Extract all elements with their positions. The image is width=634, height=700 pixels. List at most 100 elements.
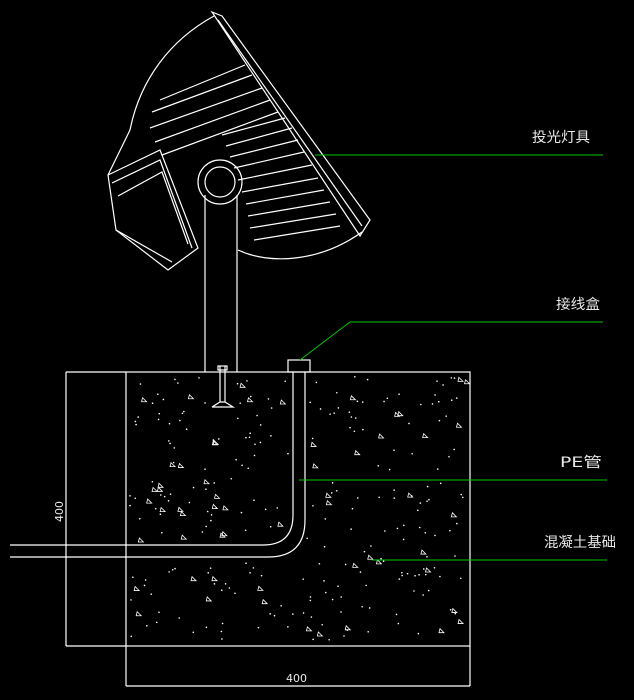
sand-dot bbox=[174, 567, 176, 570]
sand-dot bbox=[132, 576, 134, 578]
sand-dot bbox=[159, 494, 162, 496]
aggregate-mark bbox=[352, 562, 359, 568]
sand-dot bbox=[259, 424, 262, 426]
aggregate-mark bbox=[221, 530, 228, 537]
sand-dot bbox=[401, 574, 403, 577]
aggregate-mark bbox=[457, 618, 465, 624]
sand-dot bbox=[330, 492, 333, 494]
sand-dot bbox=[455, 397, 458, 399]
sand-dot bbox=[185, 428, 188, 431]
sand-dot bbox=[240, 511, 243, 514]
sand-dot bbox=[158, 412, 161, 415]
sand-dot bbox=[270, 407, 273, 409]
sand-dot bbox=[217, 438, 220, 440]
sand-dot bbox=[424, 573, 427, 576]
sand-dot bbox=[354, 375, 356, 378]
sand-dot bbox=[367, 631, 370, 633]
aggregate-mark bbox=[179, 510, 187, 517]
sand-dot bbox=[344, 563, 347, 566]
sand-dot bbox=[130, 599, 132, 601]
sand-dot bbox=[177, 382, 179, 384]
sand-dot bbox=[424, 531, 427, 534]
sand-dot bbox=[237, 417, 239, 420]
sand-dot bbox=[154, 507, 157, 510]
sand-dot bbox=[378, 496, 380, 499]
aggregate-mark bbox=[279, 399, 287, 405]
sand-dot bbox=[269, 613, 271, 615]
aggregate-mark bbox=[205, 596, 213, 602]
sand-dot bbox=[134, 497, 137, 500]
aggregate-mark bbox=[422, 432, 429, 439]
sand-dot bbox=[363, 550, 366, 553]
sand-dot bbox=[328, 638, 330, 641]
sand-dot bbox=[393, 489, 395, 491]
sand-dot bbox=[459, 577, 462, 580]
sand-dot bbox=[418, 574, 420, 576]
aggregate-mark bbox=[305, 626, 313, 632]
sand-dot bbox=[449, 608, 452, 611]
aggregate-mark bbox=[180, 534, 188, 540]
aggregate-mark bbox=[310, 441, 318, 447]
leader-lines bbox=[299, 154, 607, 561]
aggregate-mark bbox=[325, 492, 332, 498]
sand-dot bbox=[163, 495, 166, 498]
sand-dot bbox=[445, 415, 448, 417]
sand-dot bbox=[428, 498, 430, 501]
aggregate-mark bbox=[157, 482, 164, 488]
junction-box bbox=[287, 359, 311, 373]
cooling-fins bbox=[149, 64, 341, 241]
sand-dot bbox=[422, 594, 424, 596]
sand-dot bbox=[245, 436, 247, 439]
sand-dot bbox=[393, 497, 396, 499]
sand-dot bbox=[450, 377, 453, 379]
sand-dot bbox=[171, 568, 174, 571]
mounting-post bbox=[204, 195, 238, 372]
sand-dot bbox=[370, 545, 372, 547]
sand-dot bbox=[450, 399, 453, 402]
sand-dot bbox=[324, 591, 327, 594]
aggregate-mark bbox=[457, 376, 464, 382]
sand-dot bbox=[354, 417, 357, 419]
sand-dot bbox=[454, 612, 457, 615]
aggregate-mark bbox=[141, 396, 148, 403]
sand-dot bbox=[398, 578, 401, 580]
aggregate-mark bbox=[246, 396, 254, 403]
sand-dot bbox=[388, 468, 391, 471]
sand-dot bbox=[312, 638, 314, 641]
sand-dot bbox=[309, 401, 311, 404]
sand-dot bbox=[324, 518, 327, 520]
sand-dot bbox=[402, 538, 405, 541]
junction-box-leader bbox=[299, 321, 603, 361]
sand-dot bbox=[260, 574, 263, 577]
aggregate-mark bbox=[354, 449, 361, 456]
aggregate-mark bbox=[159, 506, 167, 513]
aggregate-mark bbox=[407, 492, 414, 498]
sand-dot bbox=[129, 504, 131, 507]
sand-dot bbox=[138, 517, 141, 520]
sand-dot bbox=[292, 613, 294, 615]
sand-dot bbox=[343, 635, 345, 637]
sand-dot bbox=[134, 420, 137, 423]
sand-dot bbox=[384, 530, 386, 532]
sand-dot bbox=[276, 507, 279, 509]
sand-dot bbox=[150, 593, 153, 595]
sand-dot bbox=[253, 454, 256, 457]
aggregate-mark bbox=[438, 627, 445, 634]
sand-dot bbox=[144, 579, 147, 581]
sand-dot bbox=[348, 411, 351, 413]
aggregate-mark bbox=[394, 411, 401, 417]
aggregate-mark bbox=[151, 486, 159, 492]
sand-dot bbox=[439, 482, 442, 485]
sand-dot bbox=[183, 410, 185, 413]
sand-dot bbox=[453, 448, 455, 451]
sand-dot bbox=[426, 485, 429, 488]
aggregate-mark bbox=[239, 382, 247, 388]
aggregate-mark bbox=[420, 549, 427, 555]
sand-dot bbox=[284, 380, 287, 383]
sand-dot bbox=[228, 587, 231, 589]
sand-dot bbox=[426, 556, 428, 558]
sand-dot bbox=[336, 391, 338, 394]
sand-dot bbox=[155, 621, 158, 624]
sand-dot bbox=[439, 575, 441, 578]
